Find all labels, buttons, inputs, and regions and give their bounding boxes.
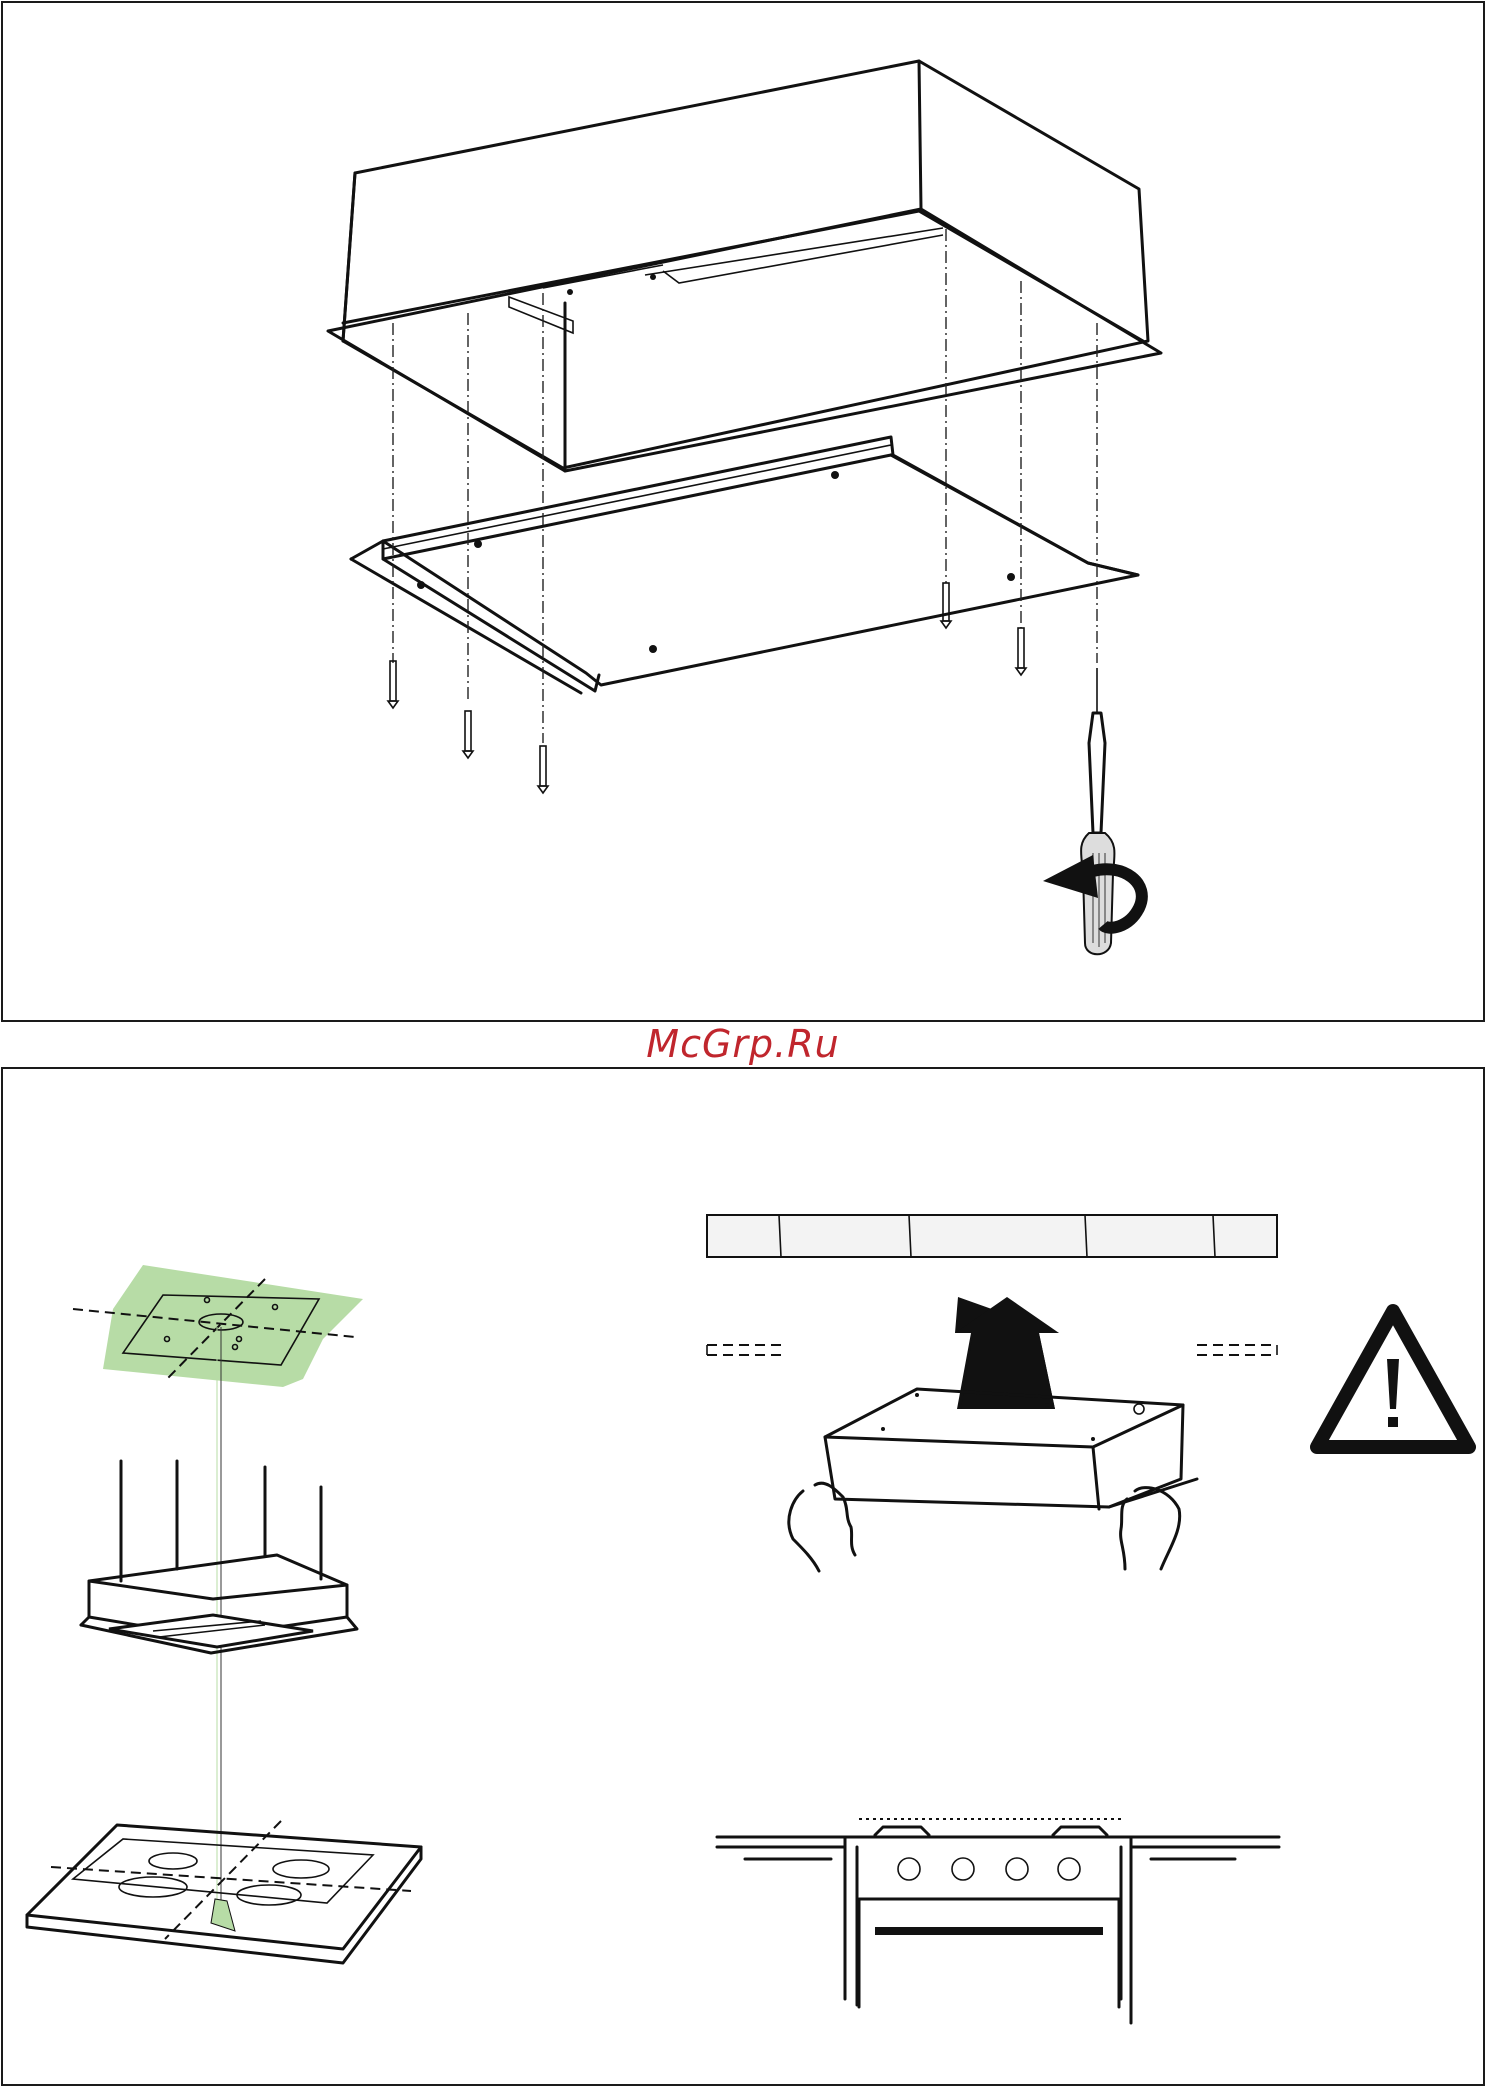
screws: [388, 583, 1026, 793]
screw: [463, 711, 473, 758]
ceiling-hood: [81, 1461, 357, 1653]
screw: [538, 746, 548, 793]
ceiling-template: [73, 1265, 363, 1387]
installation-figure-top: [1, 1, 1485, 1022]
screw: [388, 661, 398, 708]
screwdriver-icon: [1081, 668, 1114, 954]
mounting-frame: [351, 437, 1138, 693]
screw: [941, 583, 951, 628]
hood-box: [328, 61, 1161, 471]
warning-icon: [1317, 1311, 1469, 1447]
positioning-illustration: [3, 1069, 1486, 2088]
watermark: McGrp.Ru: [0, 1022, 1486, 1067]
hood-mounting-illustration: [3, 3, 1486, 1024]
screw: [1016, 628, 1026, 675]
cooktop: [27, 1821, 421, 1963]
installation-figure-bottom: [1, 1067, 1485, 2086]
hands-icon: [789, 1483, 1180, 1571]
oven-cabinet: [717, 1819, 1279, 2023]
